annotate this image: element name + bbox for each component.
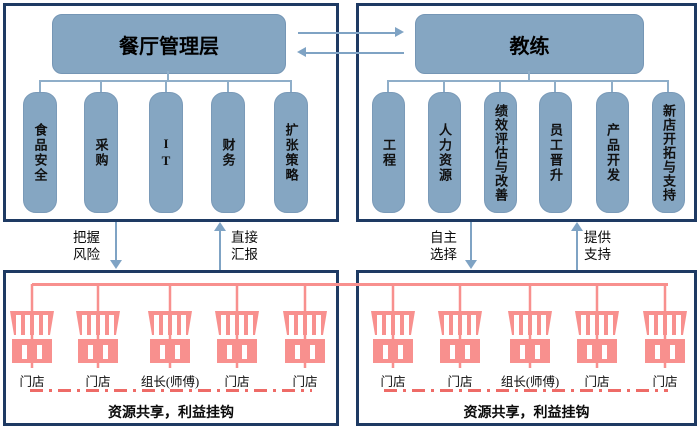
flow-label-control-risk: 把握 风险 (73, 230, 100, 262)
store-label: 门店 (652, 375, 678, 389)
right-arrow-line (298, 31, 395, 34)
storefront-icon (508, 284, 552, 368)
down-arrow-line (469, 222, 473, 261)
store-label: 门店 (19, 375, 45, 389)
shared-interest-dash-line (384, 389, 668, 392)
dept-label: 绩效评估与改善 (493, 103, 508, 202)
dept-box-it: IT (149, 92, 183, 213)
left-arrow-icon (297, 47, 306, 58)
dept-box-performance: 绩效评估与改善 (484, 92, 517, 213)
stores-right-caption: 资源共享，利益挂钩 (463, 406, 590, 421)
management-title: 餐厅管理层 (119, 35, 219, 58)
up-arrow-line (218, 231, 222, 270)
up-arrow-icon (571, 222, 583, 231)
dept-box-new-store: 新店开拓与支持 (652, 92, 685, 213)
storefront-icon (76, 284, 120, 368)
flow-label-direct-report: 直接 汇报 (231, 230, 258, 262)
dept-box-engineering: 工程 (372, 92, 405, 213)
right-arrow-icon (395, 27, 404, 38)
tree-drop (39, 80, 41, 92)
dept-label: IT (158, 135, 174, 170)
dept-label: 人力资源 (437, 122, 452, 183)
dept-box-promotion: 员工晋升 (539, 92, 572, 213)
store-network-rail (32, 283, 668, 286)
up-arrow-icon (214, 222, 226, 231)
stores-left-caption: 资源共享，利益挂钩 (108, 406, 234, 421)
dept-label: 采购 (93, 137, 109, 168)
dept-label: 食品安全 (32, 122, 48, 183)
storefront-icon (10, 284, 54, 368)
dept-box-product: 产品开发 (596, 92, 629, 213)
coach-title: 教练 (509, 35, 550, 58)
down-arrow-icon (465, 260, 477, 269)
left-arrow-line (306, 51, 404, 54)
management-box: 餐厅管理层 (52, 14, 286, 74)
tree-drop (554, 80, 556, 92)
store-label-leader: 组长(师傅) (140, 375, 200, 389)
storefront-icon (215, 284, 259, 368)
tree-drop (100, 80, 102, 92)
storefront-icon (283, 284, 327, 368)
dept-label: 产品开发 (605, 122, 620, 183)
tree-stem (528, 71, 530, 81)
dept-label: 新店开拓与支持 (661, 103, 676, 202)
store-label: 门店 (584, 375, 610, 389)
tree-drop (387, 80, 389, 92)
store-label: 门店 (447, 375, 473, 389)
dept-box-finance: 财务 (211, 92, 245, 213)
dept-label: 财务 (220, 137, 236, 168)
storefront-icon (438, 284, 482, 368)
dept-label: 扩张策略 (283, 122, 299, 183)
tree-rail (388, 80, 668, 82)
dept-box-hr: 人力资源 (428, 92, 461, 213)
tree-drop (165, 80, 167, 92)
dept-label: 工程 (381, 137, 396, 168)
tree-stem (167, 71, 169, 81)
coach-box: 教练 (415, 14, 644, 74)
tree-drop (499, 80, 501, 92)
tree-drop (443, 80, 445, 92)
storefront-icon (575, 284, 619, 368)
storefront-icon (643, 284, 687, 368)
dept-box-procurement: 采购 (84, 92, 118, 213)
dept-box-expansion: 扩张策略 (274, 92, 308, 213)
store-label: 门店 (85, 375, 111, 389)
store-label-leader: 组长(师傅) (500, 375, 560, 389)
storefront-icon (148, 284, 192, 368)
up-arrow-line (575, 231, 579, 270)
dept-label: 员工晋升 (548, 122, 563, 183)
tree-drop (667, 80, 669, 92)
down-arrow-line (114, 222, 118, 261)
store-label: 门店 (224, 375, 250, 389)
store-label: 门店 (380, 375, 406, 389)
flow-label-provide-support: 提供 支持 (584, 230, 611, 262)
store-label: 门店 (292, 375, 318, 389)
shared-interest-dash-line (30, 389, 312, 392)
tree-drop (611, 80, 613, 92)
tree-drop (227, 80, 229, 92)
tree-drop (290, 80, 292, 92)
down-arrow-icon (110, 260, 122, 269)
dept-box-food-safety: 食品安全 (23, 92, 57, 213)
flow-label-self-select: 自主 选择 (430, 230, 457, 262)
storefront-icon (371, 284, 415, 368)
